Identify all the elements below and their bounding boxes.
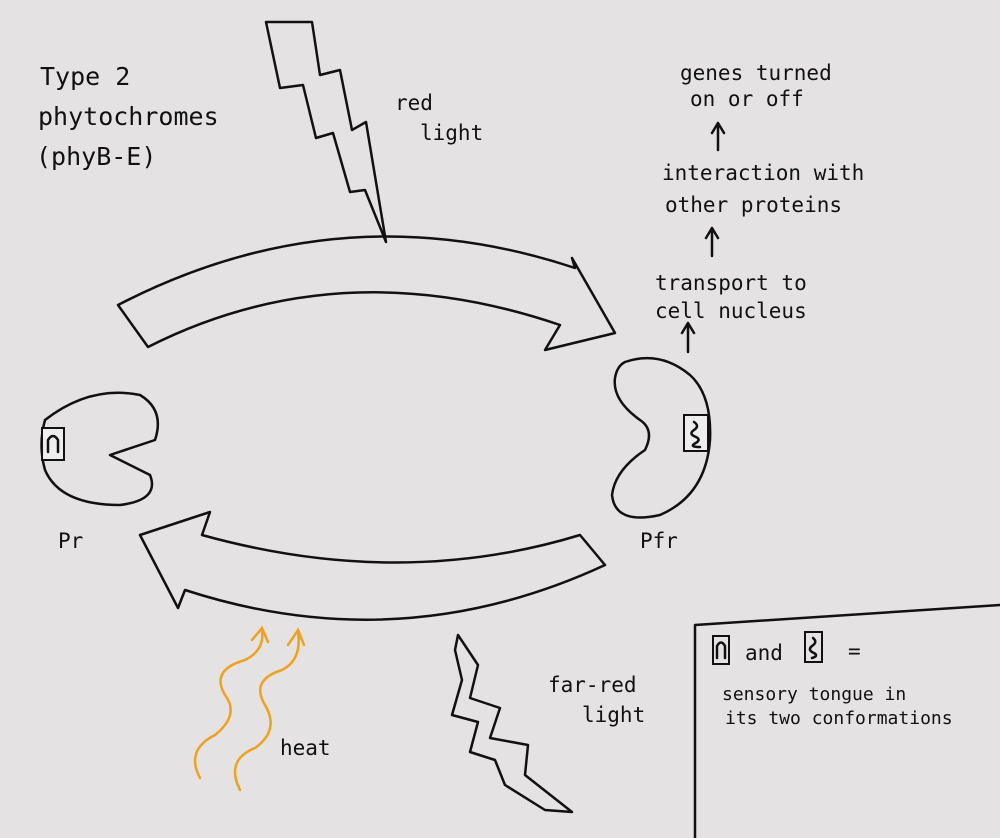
title-line-1: Type 2: [40, 62, 130, 91]
legend-line-1: sensory tongue in: [722, 684, 906, 705]
red-light-label-2: light: [420, 121, 483, 145]
far-red-label-2: light: [582, 703, 645, 727]
legend-equals: =: [848, 639, 861, 663]
pathway-step-3-line-2: on or off: [690, 87, 804, 111]
pathway-step-1-line-2: cell nucleus: [655, 299, 807, 323]
legend-tongue-coiled-icon: [804, 631, 823, 663]
far-red-label-1: far-red: [548, 673, 637, 697]
legend-tongue-open-icon: [712, 635, 730, 665]
title-line-3: (phyB-E): [36, 142, 156, 171]
pathway-step-2-line-1: interaction with: [662, 161, 864, 185]
pr-protein-shape: [40, 391, 160, 507]
title-line-2: phytochromes: [38, 102, 219, 131]
arrow-up-icon: [704, 226, 720, 258]
pathway-step-3-line-1: genes turned: [680, 61, 832, 85]
far-red-light-bolt-icon: [450, 633, 574, 814]
red-light-conversion-arrow: [116, 235, 617, 352]
legend-and: and: [745, 641, 783, 665]
heat-label: heat: [280, 736, 331, 760]
pfr-label: Pfr: [640, 529, 678, 553]
pathway-step-2-line-2: other proteins: [665, 193, 842, 217]
heat-waves-icon: [193, 625, 306, 792]
tongue-open-icon: [41, 427, 65, 461]
pathway-step-1-line-1: transport to: [655, 271, 807, 295]
pr-label: Pr: [58, 529, 83, 553]
legend-border: [693, 603, 1000, 838]
arrow-up-icon: [710, 121, 726, 152]
reverse-conversion-arrow: [138, 510, 607, 621]
pfr-protein-shape: [610, 356, 712, 519]
arrow-up-icon: [680, 321, 696, 354]
tongue-coiled-icon: [683, 414, 709, 452]
red-light-bolt-icon: [264, 20, 388, 244]
red-light-label-1: red: [395, 91, 433, 115]
legend-line-2: its two conformations: [725, 708, 953, 729]
